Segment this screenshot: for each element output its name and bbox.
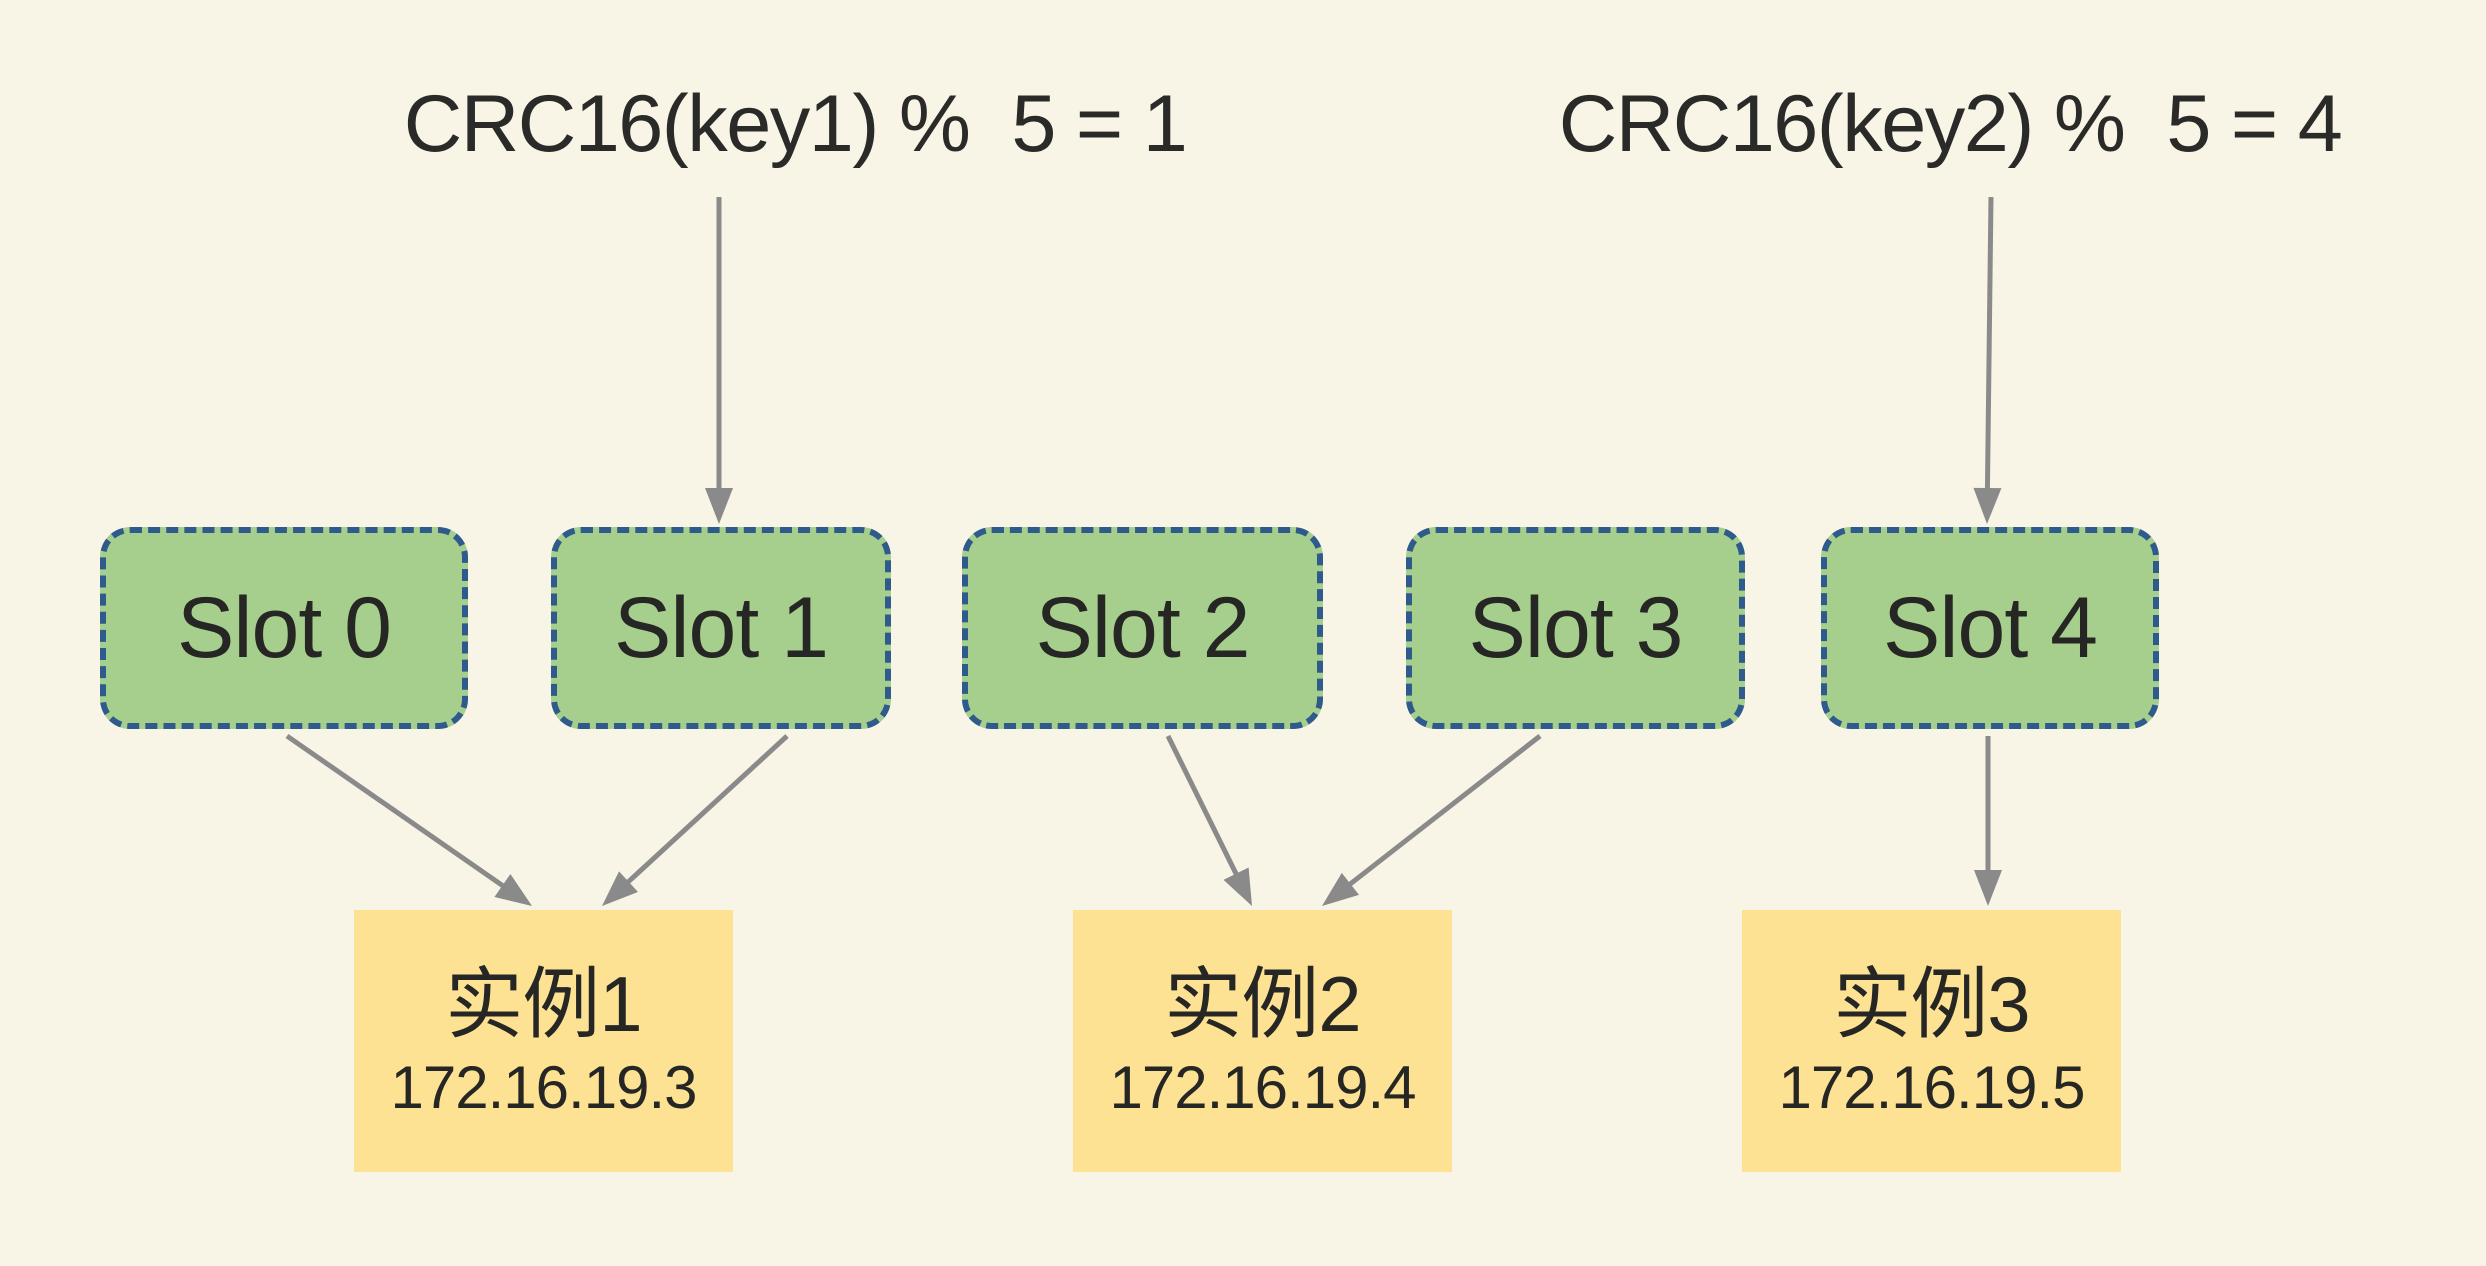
slot-1-box: Slot 1 (551, 527, 891, 729)
instance-1-ip: 172.16.19.3 (390, 1053, 698, 1121)
arrow-slot-4-to-instance-3 (1974, 736, 2002, 906)
instance-3-ip: 172.16.19.5 (1778, 1053, 2086, 1121)
arrow-slot-1-to-instance-1 (602, 734, 789, 906)
arrow-formula-key2-to-slot-4 (1973, 196, 2002, 524)
instance-3-name: 实例3 (1833, 960, 2030, 1049)
slot-4-label: Slot 4 (1883, 579, 2098, 676)
instance-1-box: 实例1 172.16.19.3 (354, 910, 733, 1172)
arrow-formula-key1-to-slot-1 (705, 197, 733, 524)
slot-1-label: Slot 1 (614, 579, 829, 676)
slot-4-box: Slot 4 (1821, 527, 2159, 729)
slot-3-box: Slot 3 (1406, 527, 1745, 729)
instance-2-box: 实例2 172.16.19.4 (1073, 910, 1452, 1172)
instance-2-ip: 172.16.19.4 (1109, 1053, 1417, 1121)
slot-2-label: Slot 2 (1035, 579, 1251, 676)
slot-3-label: Slot 3 (1468, 579, 1684, 676)
slot-0-box: Slot 0 (100, 527, 468, 729)
arrow-slot-0-to-instance-1 (285, 733, 532, 906)
instance-1-name: 实例1 (445, 960, 642, 1049)
arrow-slot-3-to-instance-2 (1322, 734, 1542, 906)
formula-crc16-key1: CRC16(key1) % 5 = 1 (403, 79, 1188, 169)
instance-3-box: 实例3 172.16.19.5 (1742, 910, 2121, 1172)
instance-2-name: 实例2 (1164, 960, 1361, 1049)
slot-2-box: Slot 2 (962, 527, 1323, 729)
formula-crc16-key2: CRC16(key2) % 5 = 4 (1558, 79, 2343, 169)
slot-0-label: Slot 0 (177, 579, 392, 676)
arrow-slot-2-to-instance-2 (1165, 734, 1252, 906)
